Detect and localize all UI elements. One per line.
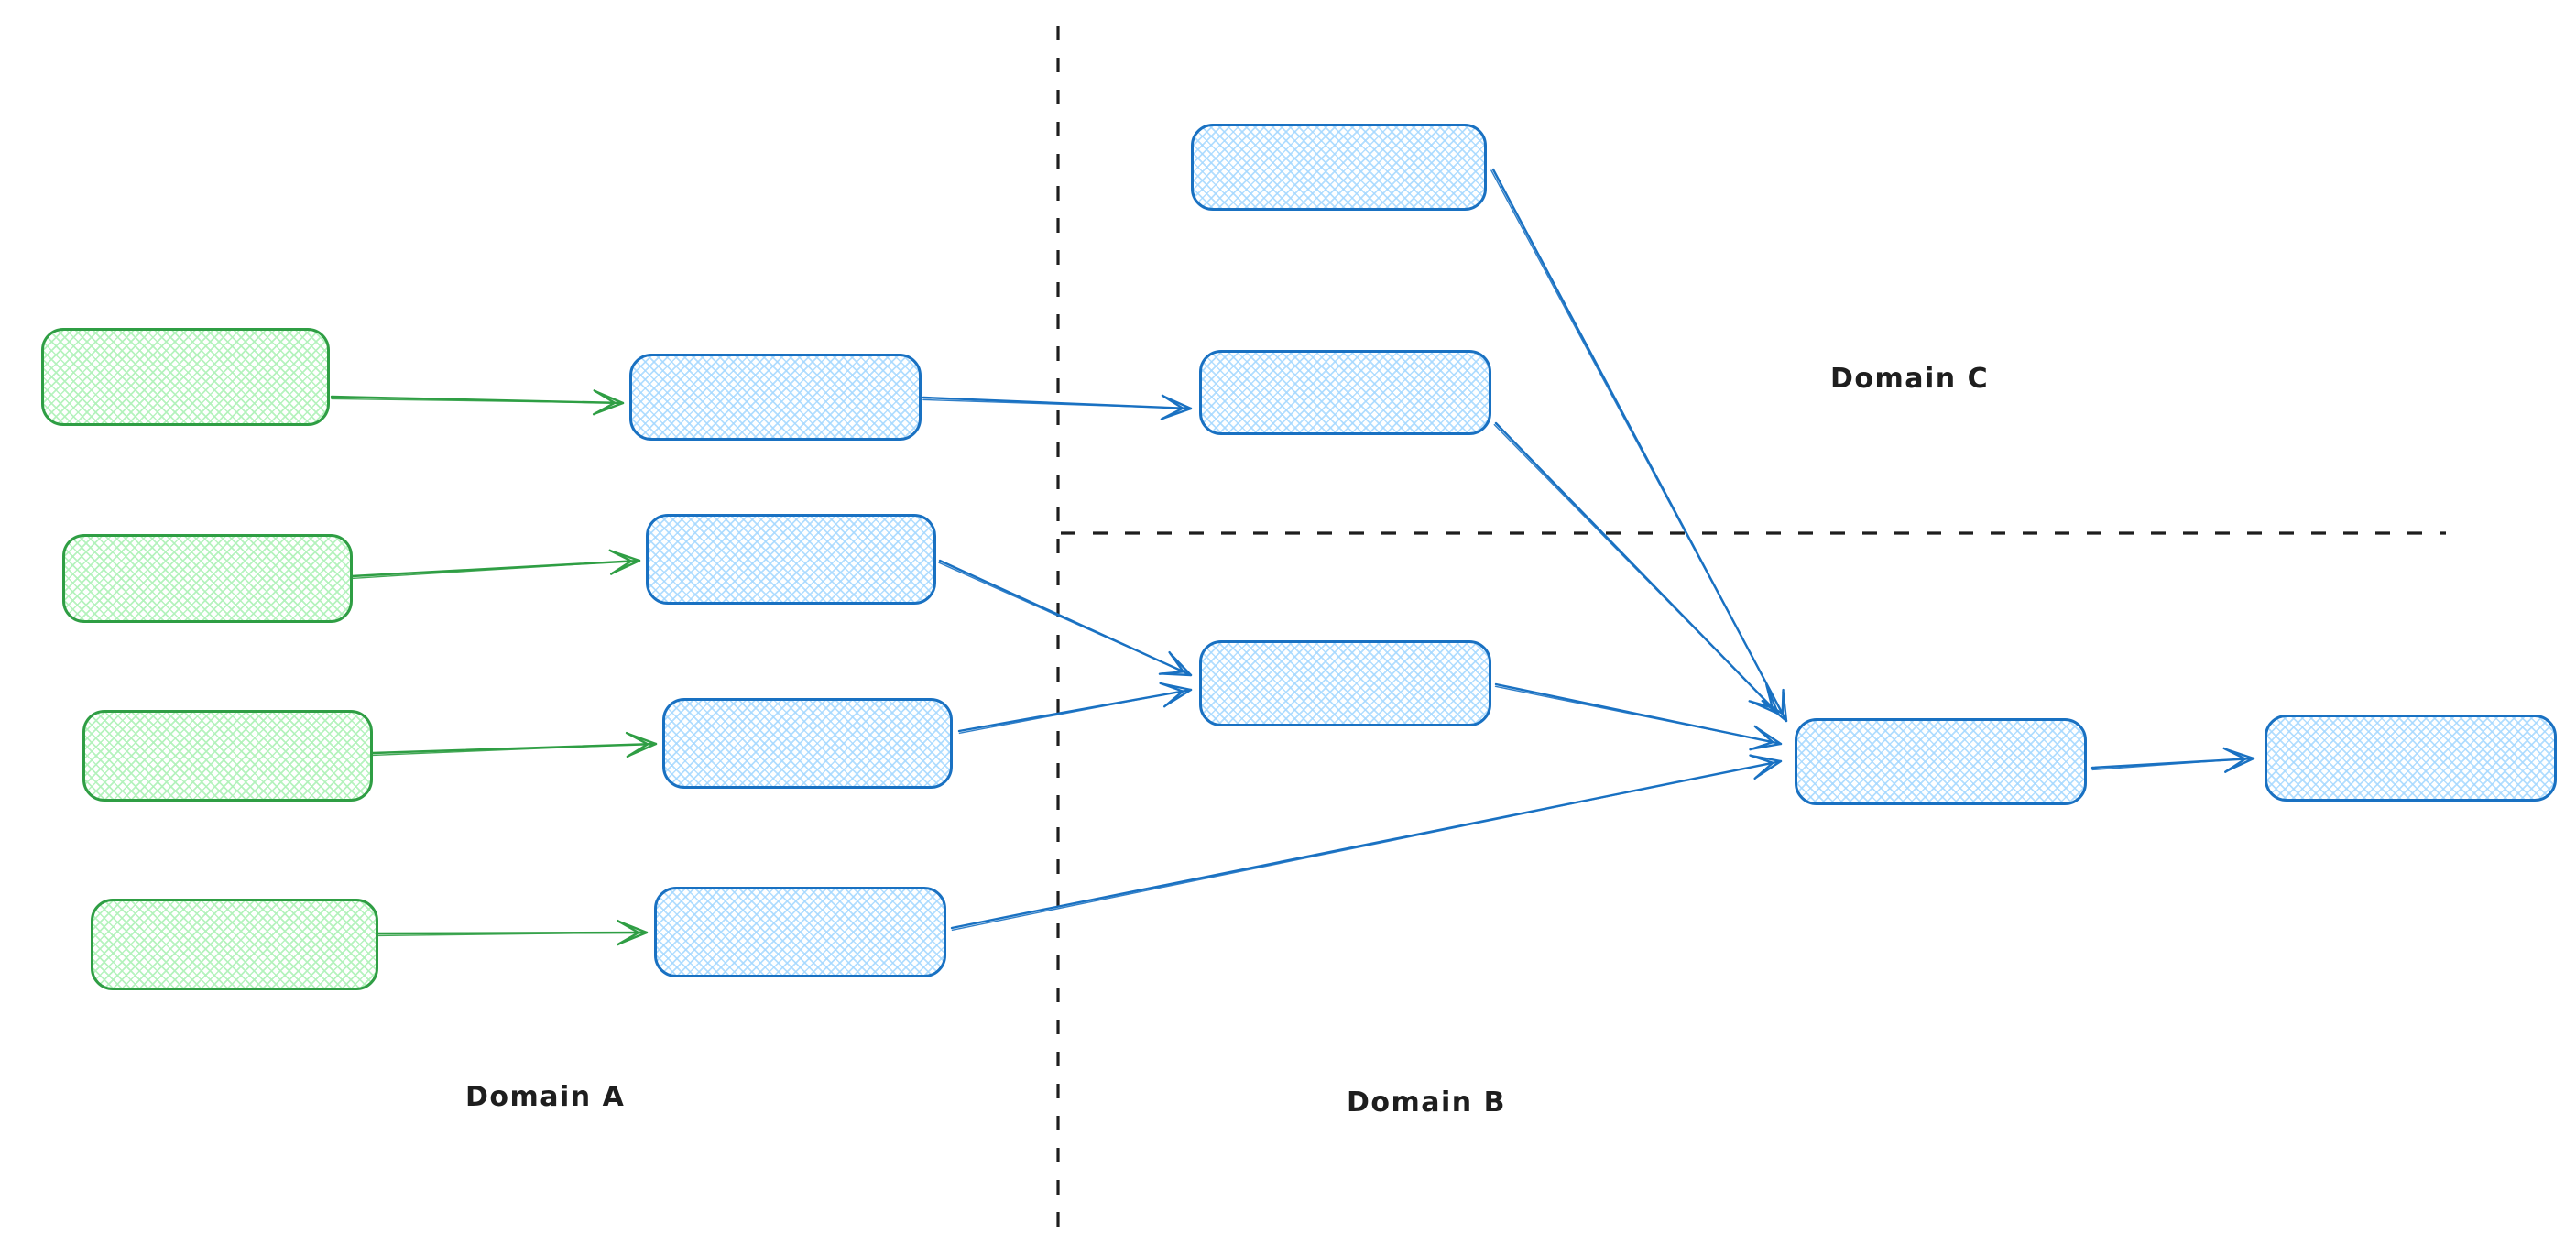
arrowhead-icon bbox=[617, 919, 640, 946]
node-domain-b-final[interactable] bbox=[2265, 715, 2557, 802]
node-domain-a-source-4[interactable] bbox=[91, 899, 378, 990]
node-domain-a-process-4[interactable] bbox=[654, 887, 946, 977]
arrowhead-icon bbox=[1749, 725, 1774, 751]
edge-merge-to-final[interactable] bbox=[2090, 747, 2255, 773]
edge-process-1-to-c-box-2[interactable] bbox=[922, 394, 1193, 420]
edge-source-4-to-process-4[interactable] bbox=[377, 919, 649, 946]
edge-process-2-to-b-box-1[interactable] bbox=[938, 559, 1193, 677]
arrowhead-icon bbox=[618, 921, 649, 945]
arrowhead-icon bbox=[1158, 650, 1185, 675]
edge-source-1-to-process-1[interactable] bbox=[330, 389, 625, 416]
arrowhead-icon bbox=[608, 549, 633, 575]
edge-c-box-2-to-merge[interactable] bbox=[1493, 421, 1780, 715]
arrowhead-icon bbox=[1159, 682, 1184, 708]
node-domain-c-box-1[interactable] bbox=[1191, 124, 1487, 211]
arrowhead-icon bbox=[1750, 685, 1780, 715]
arrowhead-icon bbox=[1161, 682, 1193, 707]
label-domain-b[interactable]: Domain B bbox=[1347, 1086, 1506, 1119]
arrowhead-icon bbox=[1160, 394, 1184, 420]
arrowhead-icon bbox=[625, 731, 649, 758]
edge-source-3-to-process-3[interactable] bbox=[371, 731, 658, 758]
node-domain-a-source-2[interactable] bbox=[62, 534, 353, 623]
node-domain-a-source-1[interactable] bbox=[41, 328, 330, 426]
edge-process-4-to-merge[interactable] bbox=[950, 754, 1783, 932]
node-domain-c-box-2[interactable] bbox=[1199, 350, 1491, 435]
node-domain-a-process-1[interactable] bbox=[629, 354, 922, 441]
node-domain-b-box-1[interactable] bbox=[1199, 640, 1491, 726]
arrowhead-icon bbox=[627, 732, 658, 758]
arrowhead-icon bbox=[592, 389, 617, 416]
node-domain-a-process-3[interactable] bbox=[662, 698, 953, 789]
edge-b-box-1-to-merge[interactable] bbox=[1494, 682, 1783, 751]
node-domain-a-source-3[interactable] bbox=[82, 710, 373, 802]
node-domain-a-process-2[interactable] bbox=[646, 514, 936, 605]
arrowhead-icon bbox=[1162, 395, 1193, 420]
arrowhead-icon bbox=[1749, 754, 1774, 780]
arrowhead-icon bbox=[2222, 747, 2247, 773]
node-domain-b-merge[interactable] bbox=[1795, 718, 2087, 805]
arrowhead-icon bbox=[1751, 755, 1783, 779]
arrowhead-icon bbox=[594, 390, 625, 415]
edge-c-box-1-to-merge[interactable] bbox=[1490, 168, 1788, 723]
label-domain-c[interactable]: Domain C bbox=[1830, 363, 1990, 395]
arrowhead-icon bbox=[610, 550, 641, 574]
edge-source-2-to-process-2[interactable] bbox=[350, 549, 641, 580]
label-domain-a[interactable]: Domain A bbox=[465, 1081, 626, 1113]
arrowhead-icon bbox=[1748, 683, 1774, 709]
arrowhead-icon bbox=[1160, 652, 1193, 677]
arrowhead-icon bbox=[2224, 748, 2255, 772]
arrowhead-icon bbox=[1751, 726, 1783, 750]
edge-process-3-to-b-box-1[interactable] bbox=[957, 682, 1193, 735]
